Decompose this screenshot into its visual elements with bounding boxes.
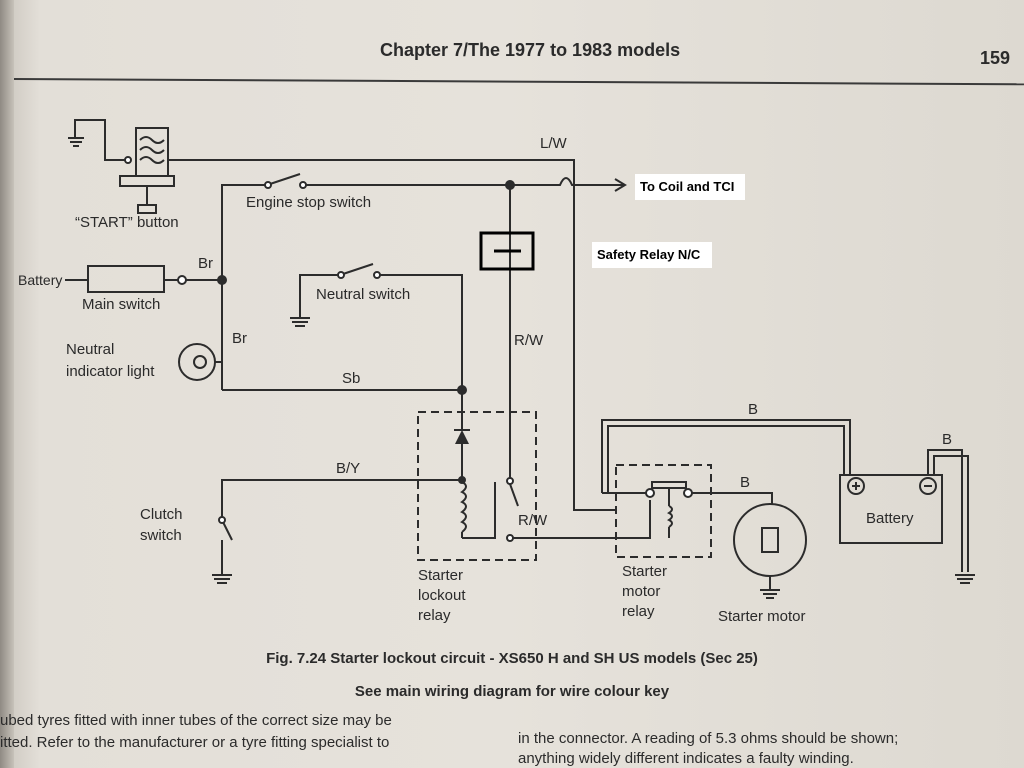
main-switch-label: Main switch [82,296,160,313]
starter-lockout-relay-label-1: Starter [418,567,463,584]
wire-br-top-label: Br [198,255,213,272]
starter-lockout-relay-label-2: lockout [418,587,466,604]
neutral-switch-label: Neutral switch [316,286,410,303]
safety-relay-annotation: Safety Relay N/C [597,247,701,262]
battery-label: Battery [866,510,914,527]
engine-stop-switch-label: Engine stop switch [246,194,371,211]
to-coil-annotation-box [635,174,745,200]
safety-relay-annotation-box [592,242,712,268]
page-binding [0,0,14,768]
wire-by-label: B/Y [336,460,360,477]
battery-input-label: Battery [18,272,62,288]
wire-b-top-label: B [748,401,758,418]
body-text-left-1: ubed tyres fitted with inner tubes of th… [0,712,392,729]
clutch-switch-label-1: Clutch [140,506,183,523]
starter-lockout-circuit-diagram: “START” button Engine stop switch Batter… [18,119,975,625]
starter-motor-relay-label-3: relay [622,603,655,620]
neutral-indicator-light-label-2: indicator light [66,363,155,380]
start-button-symbol [68,119,175,214]
chapter-title: Chapter 7/The 1977 to 1983 models [380,40,681,60]
neutral-indicator-light-label-1: Neutral [66,341,114,358]
wire-b-motor-label: B [740,474,750,491]
page-number: 159 [980,48,1011,68]
to-coil-tci-annotation: To Coil and TCI [640,179,734,194]
wire-br-left-label: Br [232,330,247,347]
body-text-left-2: itted. Refer to the manufacturer or a ty… [0,734,390,751]
figure-caption: Fig. 7.24 Starter lockout circuit - XS65… [266,650,758,667]
body-text-right-2: anything widely different indicates a fa… [518,750,854,767]
figure-note: See main wiring diagram for wire colour … [354,683,670,700]
wire-b-ground-label: B [942,431,952,448]
wire-sb-label: Sb [342,370,360,387]
wire-rw-vertical-label: R/W [514,332,544,349]
wire-rw-relay-label: R/W [518,512,548,529]
clutch-switch-label-2: switch [140,527,182,544]
wire-lw-label: L/W [540,135,568,152]
starter-motor-label: Starter motor [718,608,806,625]
starter-lockout-relay-label-3: relay [418,607,451,624]
starter-motor-relay-label-1: Starter [622,563,667,580]
body-text-right-1: in the connector. A reading of 5.3 ohms … [518,730,899,747]
start-button-label: “START” button [75,214,179,231]
starter-motor-relay-label-2: motor [622,583,660,600]
